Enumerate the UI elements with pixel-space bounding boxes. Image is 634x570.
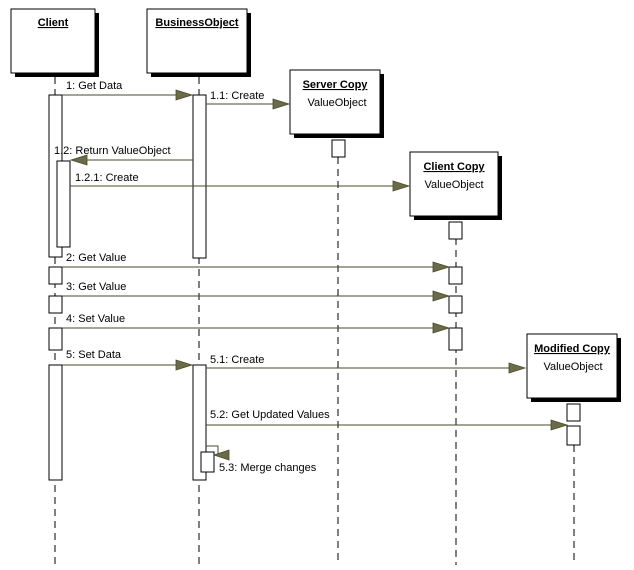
client-object-title: Client bbox=[38, 17, 69, 29]
message-create-modified-copy: 5.1: Create bbox=[206, 354, 527, 374]
server-copy-object[interactable]: Server Copy ValueObject bbox=[289, 69, 384, 138]
message-label: 2: Get Value bbox=[66, 252, 126, 264]
client-activation-3 bbox=[48, 295, 63, 314]
message-label: 1.1: Create bbox=[210, 90, 264, 102]
message-get-data: 1: Get Data bbox=[62, 80, 194, 101]
message-get-value-2: 3: Get Value bbox=[62, 281, 451, 302]
message-label: 5.2: Get Updated Values bbox=[210, 409, 330, 421]
client-activation-nested bbox=[56, 160, 71, 248]
modified-copy-activation-1 bbox=[566, 403, 581, 422]
client-copy-activation-3 bbox=[448, 295, 463, 314]
message-label: 5: Set Data bbox=[66, 349, 122, 361]
client-copy-subtitle: ValueObject bbox=[424, 179, 483, 191]
message-label: 1.2: Return ValueObject bbox=[54, 145, 171, 157]
business-object-activation-nested bbox=[200, 451, 215, 473]
client-copy-title: Client Copy bbox=[423, 161, 485, 173]
message-label: 4: Set Value bbox=[66, 313, 125, 325]
modified-copy-subtitle: ValueObject bbox=[543, 361, 602, 373]
message-set-value: 4: Set Value bbox=[62, 313, 451, 334]
message-label: 5.1: Create bbox=[210, 354, 264, 366]
message-label: 5.3: Merge changes bbox=[219, 462, 317, 474]
message-set-data: 5: Set Data bbox=[62, 349, 194, 371]
message-label: 1: Get Data bbox=[66, 80, 123, 92]
message-label: 1.2.1: Create bbox=[75, 172, 139, 184]
client-activation-5 bbox=[48, 364, 63, 481]
client-copy-activation-4 bbox=[448, 327, 463, 351]
server-copy-title: Server Copy bbox=[303, 79, 369, 91]
business-object-activation-1 bbox=[192, 94, 207, 259]
message-merge-changes: 5.3: Merge changes bbox=[206, 445, 317, 474]
server-copy-activation bbox=[331, 139, 346, 158]
client-activation-2 bbox=[48, 266, 63, 285]
message-return-value-object: 1.2: Return ValueObject bbox=[54, 145, 193, 166]
client-copy-object[interactable]: Client Copy ValueObject bbox=[409, 151, 502, 220]
message-create-client-copy: 1.2.1: Create bbox=[70, 172, 411, 192]
server-copy-subtitle: ValueObject bbox=[307, 97, 366, 109]
business-object-title: BusinessObject bbox=[155, 17, 238, 29]
client-object[interactable]: Client bbox=[10, 8, 99, 77]
client-activation-4 bbox=[48, 327, 63, 351]
message-get-value-1: 2: Get Value bbox=[62, 252, 451, 273]
business-object-activation-2 bbox=[192, 364, 207, 481]
message-create-server-copy: 1.1: Create bbox=[206, 90, 291, 110]
message-get-updated-values: 5.2: Get Updated Values bbox=[206, 409, 569, 431]
message-label: 3: Get Value bbox=[66, 281, 126, 293]
modified-copy-object[interactable]: Modified Copy ValueObject bbox=[526, 333, 621, 402]
client-copy-activation-1 bbox=[448, 221, 463, 240]
business-object-object[interactable]: BusinessObject bbox=[146, 8, 251, 77]
client-copy-activation-2 bbox=[448, 266, 463, 285]
modified-copy-title: Modified Copy bbox=[534, 343, 611, 355]
modified-copy-activation-2 bbox=[566, 425, 581, 446]
